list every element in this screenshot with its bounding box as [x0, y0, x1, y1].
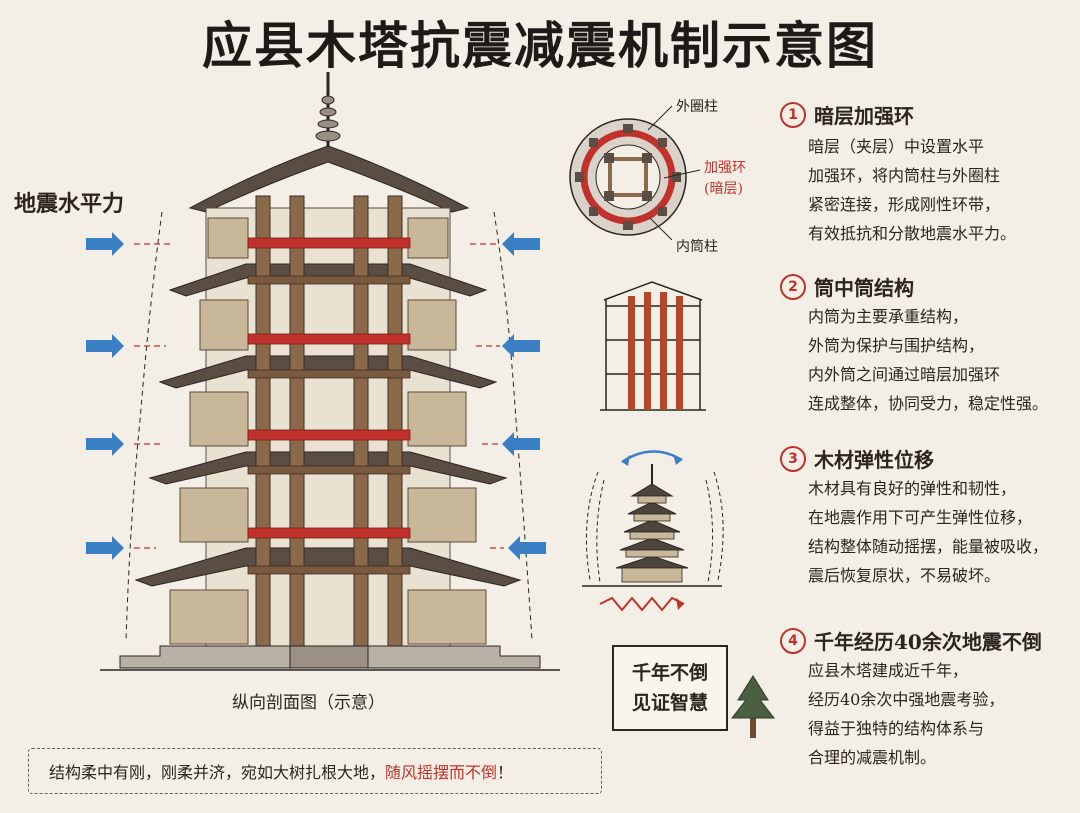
section-3-title: 木材弹性位移	[814, 448, 934, 472]
section-3-line: 木材具有良好的弹性和韧性，	[808, 479, 1017, 498]
motto-sign: 千年不倒 见证智慧	[612, 645, 728, 731]
section-1-body: 暗层（夹层）中设置水平 加强环，将内筒柱与外圈柱 紧密连接，形成刚性环带， 有效…	[808, 132, 1016, 248]
section-3-line: 结构整体随动摇摆，能量被吸收，	[808, 537, 1049, 556]
force-arrow-icon	[86, 232, 546, 560]
ring-label-line2: (暗层)	[704, 181, 743, 197]
seismic-force-label: 地震水平力	[14, 191, 125, 217]
section-4-line: 经历40余次中强地震考验，	[808, 690, 1005, 709]
footer-banner: 结构柔中有刚，刚柔并济，宛如大树扎根大地， 随风摇摆而不倒 ！	[28, 748, 602, 794]
section-4-line: 得益于独特的结构体系与	[808, 719, 985, 738]
inner-column-label: 内筒柱	[676, 239, 718, 255]
footer-text: 结构柔中有刚，刚柔并济，宛如大树扎根大地，	[49, 763, 386, 782]
section-1-line: 加强环，将内筒柱与外圈柱	[808, 166, 1001, 185]
section-2-title: 筒中筒结构	[814, 276, 914, 300]
section-4-number: 4	[780, 627, 806, 654]
section-1-number: 1	[780, 101, 806, 128]
section-1-line: 暗层（夹层）中设置水平	[808, 137, 985, 156]
section-2-heading: 2 筒中筒结构	[780, 272, 914, 301]
section-2-line: 内筒为主要承重结构，	[808, 307, 969, 326]
section-3-heading: 3 木材弹性位移	[780, 444, 934, 473]
footer-highlight: 随风摇摆而不倒	[385, 763, 498, 782]
outer-column-label: 外圈柱	[676, 99, 718, 115]
section-4-line: 应县木塔建成近千年，	[808, 661, 969, 680]
pagoda-section	[100, 72, 560, 671]
wave-icon	[599, 596, 685, 612]
section-2-line: 外筒为保护与围护结构，	[808, 336, 985, 355]
ring-label-line1: 加强环	[704, 160, 746, 176]
section-1-line: 紧密连接，形成刚性环带，	[808, 195, 1001, 214]
footer-end: ！	[497, 763, 514, 782]
tube-diagram	[600, 281, 706, 411]
pine-tree-icon	[730, 675, 776, 738]
ring-diagram	[569, 105, 701, 241]
section-3-body: 木材具有良好的弹性和韧性， 在地震作用下可产生弹性位移， 结构整体随动摇摆，能量…	[808, 474, 1048, 590]
section-4-heading: 4 千年经历40余次地震不倒	[780, 626, 1042, 655]
section-2-line: 连成整体，协同受力，稳定性强。	[808, 394, 1049, 413]
sign-line1: 千年不倒	[631, 662, 708, 684]
section-2-line: 内外筒之间通过暗层加强环	[808, 365, 1001, 384]
section-3-number: 3	[780, 445, 806, 472]
section-2-body: 内筒为主要承重结构， 外筒为保护与围护结构， 内外筒之间通过暗层加强环 连成整体…	[808, 302, 1048, 418]
section-1-line: 有效抵抗和分散地震水平力。	[808, 224, 1017, 243]
sway-diagram	[582, 450, 724, 587]
section-4-body: 应县木塔建成近千年， 经历40余次中强地震考验， 得益于独特的结构体系与 合理的…	[808, 656, 1004, 772]
section-2-number: 2	[780, 273, 806, 300]
section-1-heading: 1 暗层加强环	[780, 100, 914, 129]
section-3-line: 震后恢复原状，不易破坏。	[808, 566, 1001, 585]
section-3-line: 在地震作用下可产生弹性位移，	[808, 508, 1033, 527]
page-title: 应县木塔抗震减震机制示意图	[202, 16, 878, 75]
section-4-title: 千年经历40余次地震不倒	[814, 630, 1042, 654]
section-4-line: 合理的减震机制。	[808, 748, 937, 767]
section-caption: 纵向剖面图（示意）	[232, 693, 385, 713]
sign-line2: 见证智慧	[631, 692, 708, 714]
section-1-title: 暗层加强环	[814, 104, 914, 128]
